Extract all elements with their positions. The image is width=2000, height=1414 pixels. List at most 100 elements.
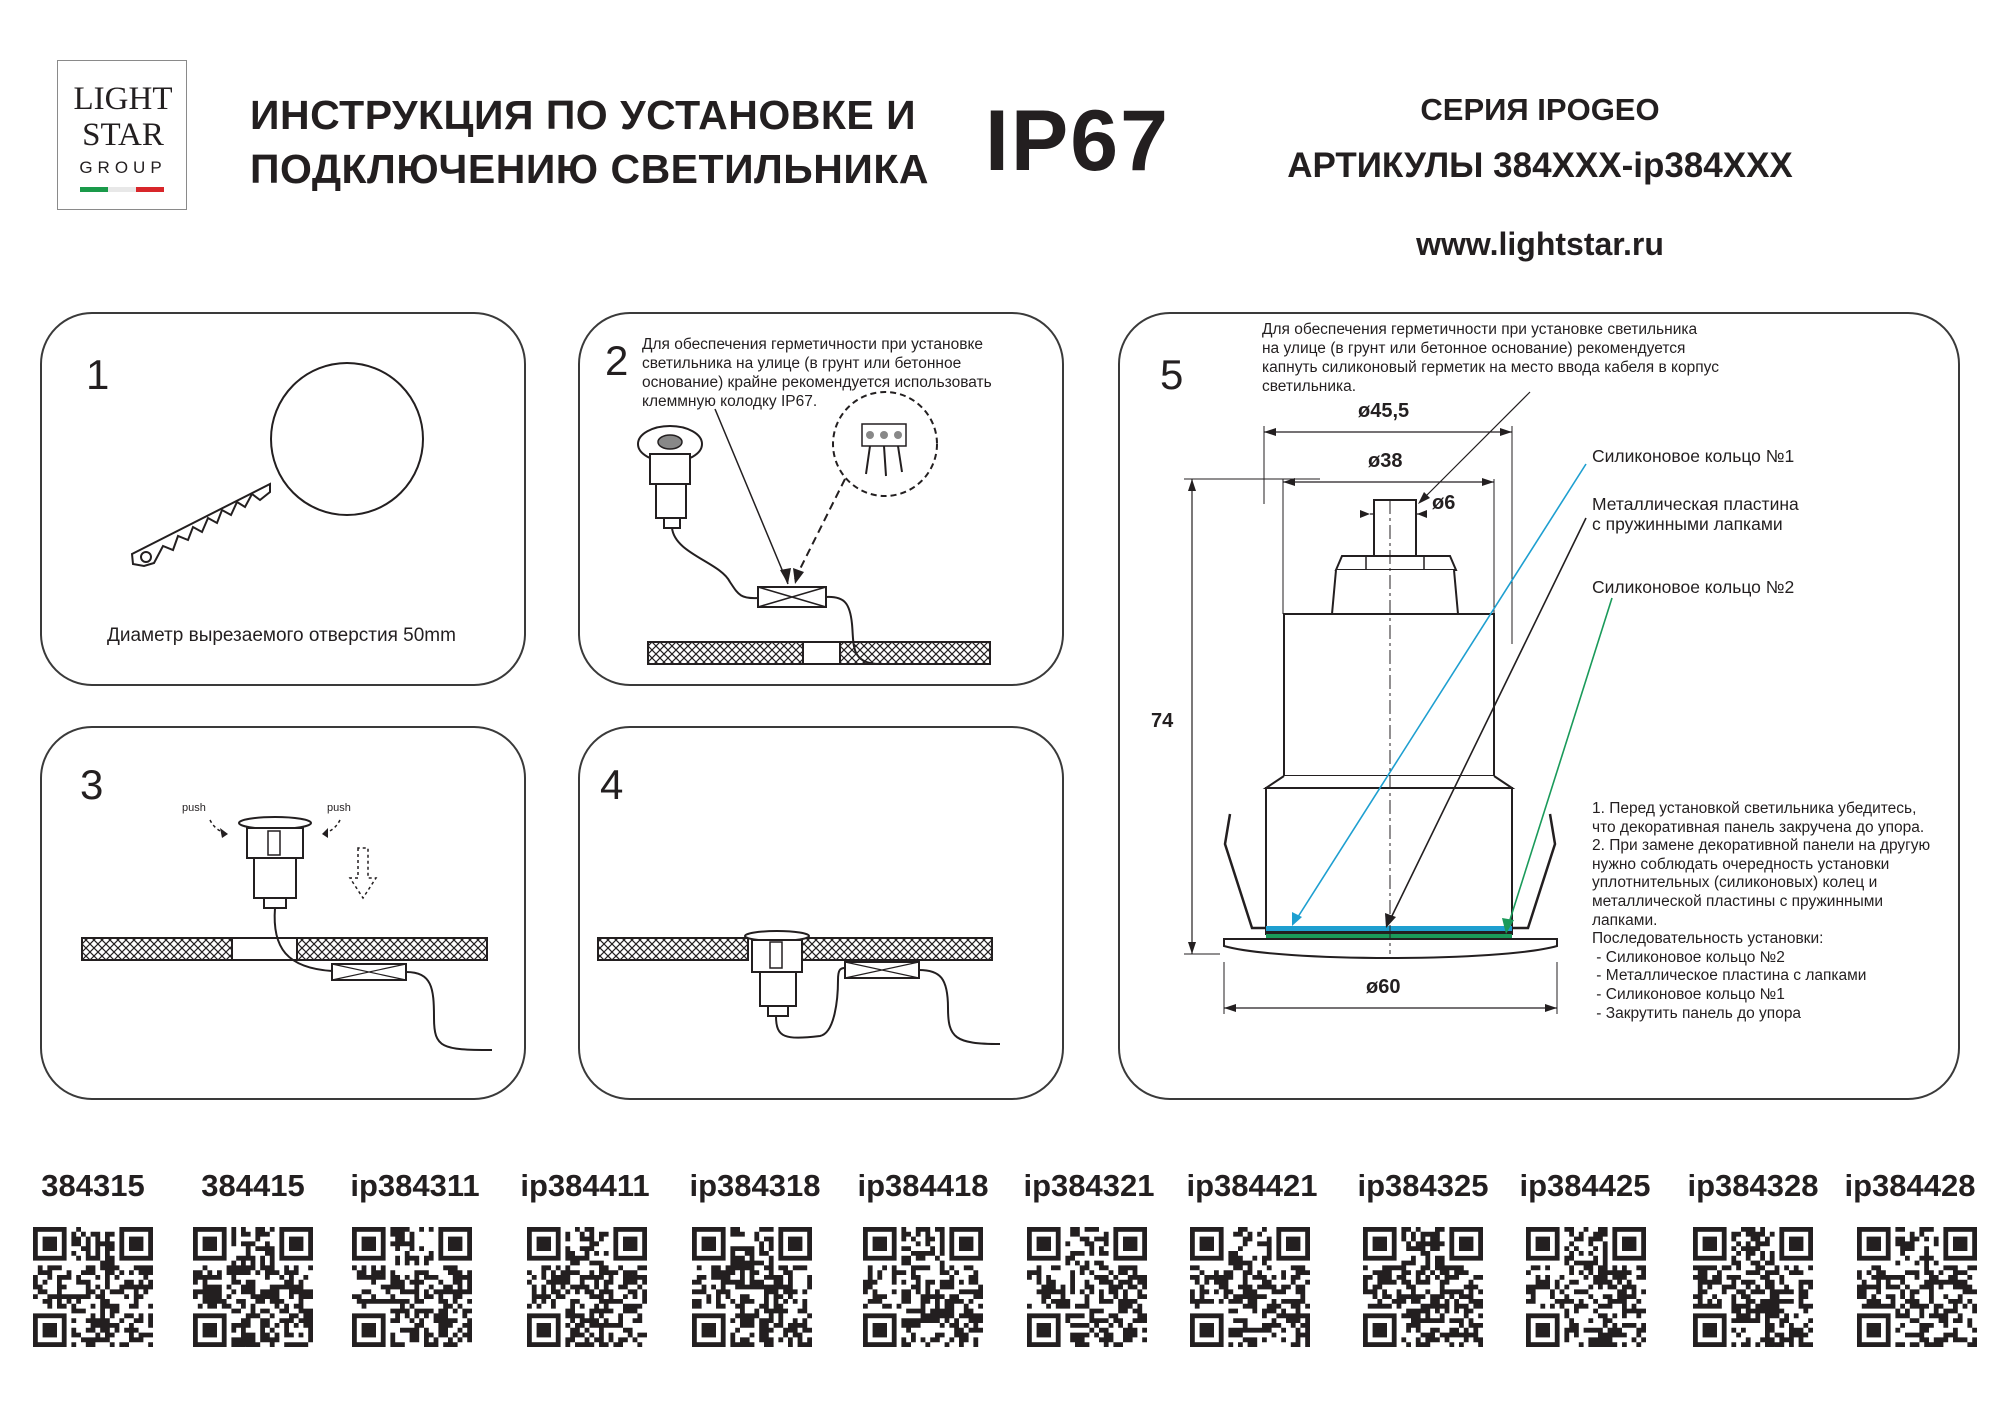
flag-red: [136, 187, 164, 192]
note-line: Для обеспечения герметичности при устано…: [1262, 321, 1698, 338]
qr-code-icon[interactable]: [1027, 1227, 1148, 1348]
article-code: ip384421: [1186, 1168, 1318, 1203]
decorative-panel: [1223, 938, 1558, 959]
article-code: ip384321: [1023, 1168, 1155, 1203]
metal-plate: [1266, 931, 1512, 934]
article-code: ip384328: [1687, 1168, 1819, 1203]
push-label-left: push: [182, 802, 206, 814]
title-line-1: ИНСТРУКЦИЯ ПО УСТАНОВКЕ И: [250, 92, 917, 138]
spring-tab-right: [1512, 813, 1557, 930]
dim-outer: ø45,5: [1358, 400, 1410, 422]
step-1-panel: 1 Диаметр вырезаемого отверстия 50mm: [40, 312, 526, 686]
step-2-panel: 2 Для обеспечения герметичности при уста…: [578, 312, 1064, 686]
instruction-title: ИНСТРУКЦИЯ ПО УСТАНОВКЕ И ПОДКЛЮЧЕНИЮ СВ…: [250, 88, 929, 196]
saw-blade: [130, 482, 271, 568]
hole-circle: [270, 362, 424, 516]
silicone-ring-2: [1266, 934, 1512, 938]
label-plate-2: с пружинными лапками: [1592, 514, 1783, 534]
ip-rating: IP67: [985, 93, 1170, 189]
qr-code-icon[interactable]: [527, 1227, 648, 1348]
step-number: 1: [86, 351, 110, 398]
instruction-line: уплотнительных (силиконовых) колец и: [1592, 874, 1878, 892]
instruction-line: - Силиконовое кольцо №2: [1592, 948, 1785, 966]
instruction-line: лапками.: [1592, 911, 1658, 929]
instruction-line: 2. При замене декоративной панели на дру…: [1592, 837, 1931, 855]
flag-green: [80, 187, 108, 192]
step-1-caption: Диаметр вырезаемого отверстия 50mm: [107, 625, 456, 646]
instruction-line: нужно соблюдать очередность установки: [1592, 855, 1890, 873]
logo-line3: GROUP: [79, 158, 166, 177]
article-code: ip384318: [689, 1168, 821, 1203]
step-3-panel: 3 push push: [40, 726, 526, 1100]
qr-code-icon[interactable]: [863, 1227, 984, 1348]
qr-code-icon[interactable]: [352, 1227, 473, 1348]
series-label: СЕРИЯ IPOGEO: [1420, 92, 1660, 127]
instruction-line: металлической пластины с пружинными: [1592, 892, 1884, 910]
step-2-note: Для обеспечения герметичности при устано…: [642, 335, 1050, 411]
label-ring-1: Силиконовое кольцо №1: [1592, 446, 1795, 466]
lamp-body-upper: [1283, 613, 1495, 777]
instruction-line: Последовательность установки:: [1592, 930, 1824, 948]
qr-code-icon[interactable]: [193, 1227, 314, 1348]
step-4-panel: 4: [578, 726, 1064, 1100]
cable-nut: [1334, 555, 1458, 571]
step-number: 5: [1160, 351, 1184, 398]
logo-mark: LIGHT STAR GROUP: [74, 81, 173, 192]
instruction-line: 1. Перед установкой светильника убедитес…: [1592, 800, 1917, 817]
article-code: ip384325: [1357, 1168, 1489, 1203]
ground-right: [839, 641, 991, 665]
note-line: основание) крайне рекомендуется использо…: [642, 374, 992, 391]
website-link[interactable]: www.lightstar.ru: [1416, 226, 1664, 262]
instruction-line: что декоративная панель закручена до упо…: [1592, 818, 1925, 836]
push-label-right: push: [327, 802, 351, 814]
logo-line1: LIGHT: [74, 81, 173, 117]
qr-code-icon[interactable]: [1693, 1227, 1814, 1348]
qr-code-icon[interactable]: [1526, 1227, 1647, 1348]
insert-illustration: [81, 816, 493, 1051]
qr-code-icon[interactable]: [1363, 1227, 1484, 1348]
instruction-line: - Силиконовое кольцо №1: [1592, 985, 1785, 1003]
article-code: ip384311: [350, 1168, 480, 1203]
qr-code-icon[interactable]: [1190, 1227, 1311, 1348]
article-code: ip384418: [857, 1168, 989, 1203]
article-code: 384315: [41, 1168, 145, 1203]
article-code: ip384411: [520, 1168, 650, 1203]
leader-plate: [1389, 517, 1587, 921]
brand-logo: LIGHT STAR GROUP: [57, 60, 187, 210]
step-number: 4: [600, 761, 624, 808]
qr-code-icon[interactable]: [692, 1227, 813, 1348]
label-plate-1: Металлическая пластина: [1592, 494, 1799, 514]
note-line: на улице (в грунт или бетонное основание…: [1262, 340, 1686, 357]
connection-illustration: [637, 391, 991, 665]
dim-inner: ø38: [1368, 450, 1403, 472]
installed-illustration: [597, 930, 1001, 1045]
title-line-2: ПОДКЛЮЧЕНИЮ СВЕТИЛЬНИКА: [250, 146, 929, 192]
article-code: ip384428: [1844, 1168, 1976, 1203]
step-5-note: Для обеспечения герметичности при устано…: [1262, 320, 1790, 396]
installation-notes: 1. Перед установкой светильника убедитес…: [1592, 800, 1952, 1023]
articles-label: АРТИКУЛЫ 384XXX-ip384XXX: [1287, 146, 1793, 185]
note-line: клеммную колодку IP67.: [642, 393, 818, 410]
ground-left: [647, 641, 804, 665]
note-line: Для обеспечения герметичности при устано…: [642, 336, 984, 353]
cable-stub: [1373, 499, 1417, 557]
note-line: светильника.: [1262, 378, 1357, 395]
saw-illustration: [130, 362, 424, 568]
leader-ring-2: [1507, 597, 1613, 927]
step-5-panel: 5 Для обеспечения герметичности при уста…: [1118, 312, 1960, 1100]
qr-code-icon[interactable]: [1857, 1227, 1978, 1348]
lamp-body: [649, 453, 691, 485]
qr-code-icon[interactable]: [33, 1227, 154, 1348]
cable: [671, 527, 759, 600]
dim-cable: ø6: [1432, 492, 1456, 514]
article-code: ip384425: [1519, 1168, 1651, 1203]
dim-height: 74: [1151, 710, 1174, 732]
silicone-ring-1: [1266, 926, 1512, 931]
lamp-body-lower: [1265, 787, 1513, 935]
label-ring-2: Силиконовое кольцо №2: [1592, 577, 1795, 597]
article-code: 384415: [201, 1168, 305, 1203]
luminaire-drawing: [1184, 391, 1613, 1014]
spring-tab-left: [1223, 813, 1266, 930]
dim-base: ø60: [1366, 976, 1401, 998]
leader-ring-1: [1295, 463, 1587, 921]
